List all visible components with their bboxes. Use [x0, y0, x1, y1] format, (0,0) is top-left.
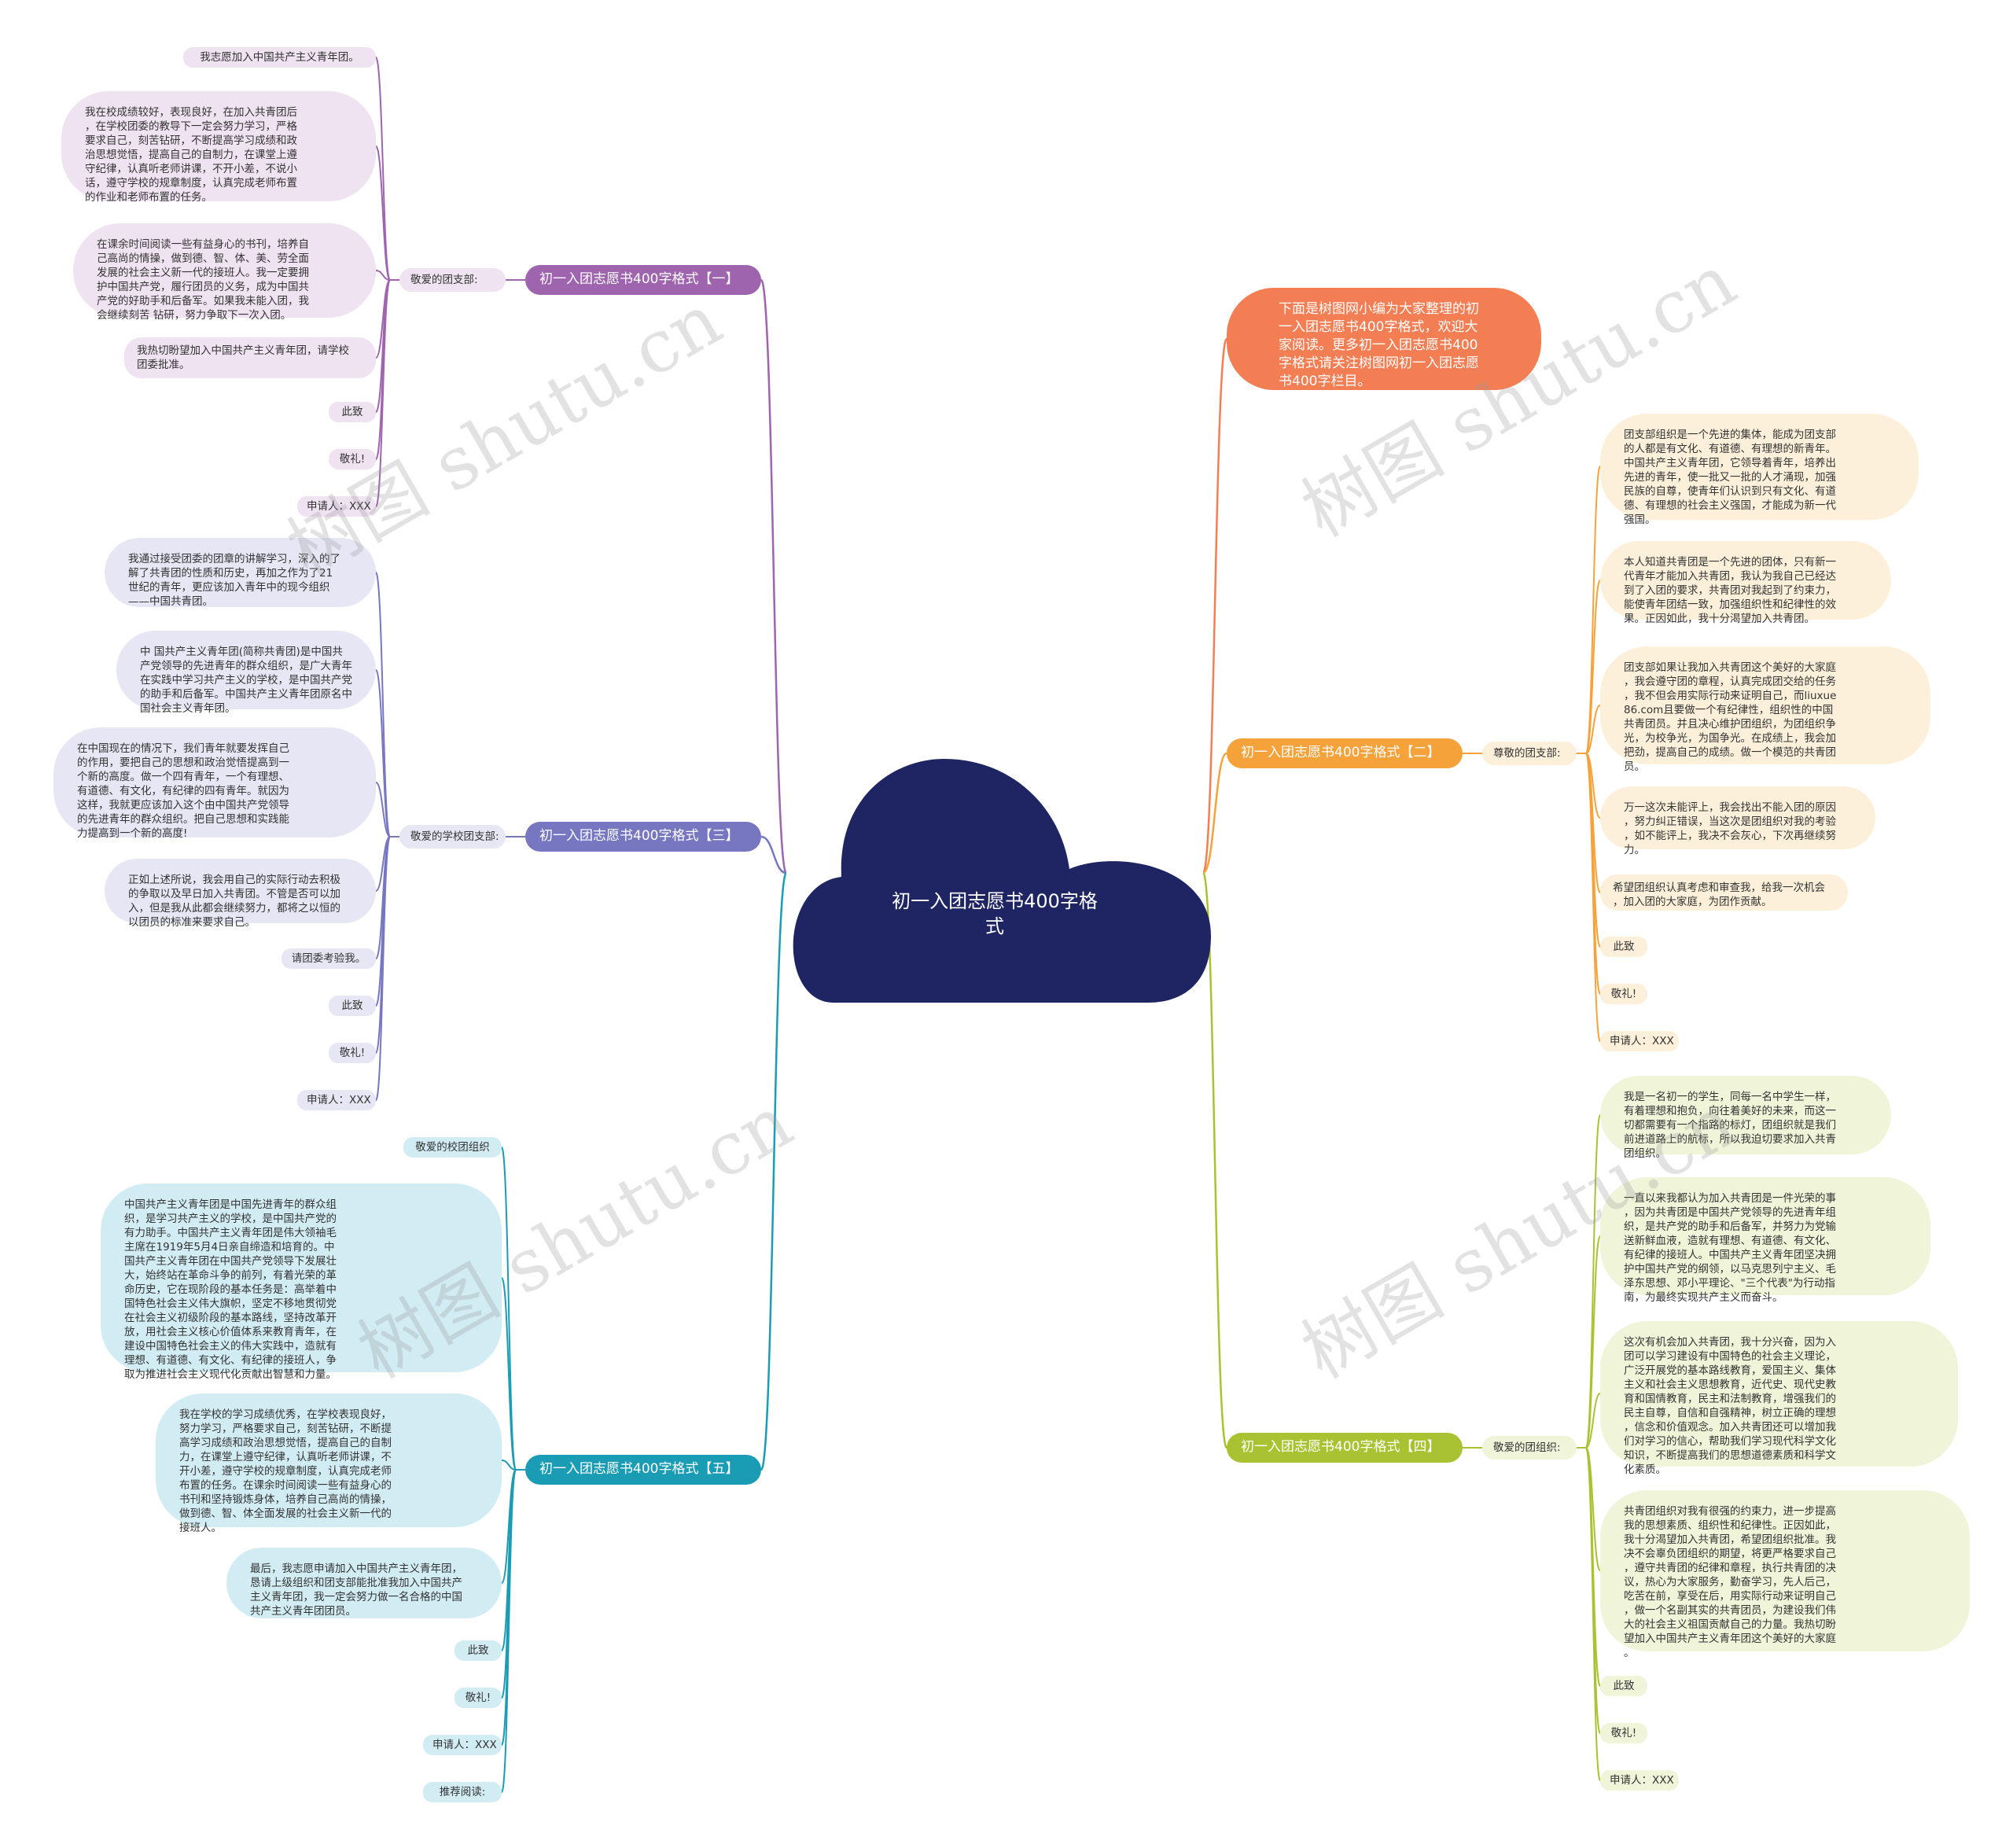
intro-bubble[interactable]: 下面是树图网小编为大家整理的初 一入团志愿书400字格式，欢迎大 家阅读。更多初… [1227, 288, 1541, 390]
central-topic: 初一入团志愿书400字格 式 [892, 890, 1098, 937]
b5-leaf-4[interactable]: 此致 [454, 1640, 502, 1661]
b4-leaf-connector [1585, 1447, 1601, 1781]
b4-leaf-6[interactable]: 申请人：XXX [1600, 1770, 1679, 1791]
b2-leaf-connector [1585, 580, 1601, 754]
b1-leaf-0[interactable]: 我志愿加入中国共产主义青年团。 [183, 47, 376, 68]
central-cloud-shape [793, 759, 1211, 1003]
branch-b5[interactable]: 初一入团志愿书400字格式【五】 [525, 1455, 761, 1485]
b4-leaf-connector [1585, 1235, 1601, 1449]
b2-leaf-0[interactable]: 团支部组织是一个先进的集体，能成为团支部 的人都是有文化、有道德、有理想的新青年… [1600, 413, 1919, 526]
b3-leaf-connector [375, 836, 391, 1101]
intro-connector [1202, 337, 1228, 874]
b2-leaf-5[interactable]: 此致 [1600, 937, 1647, 957]
b4-leaf-connector [1585, 1393, 1601, 1449]
b1-leaf-6[interactable]: 申请人：XXX [297, 496, 376, 517]
b3-leaf-2[interactable]: 在中国现在的情况下，我们青年就要发挥自己 的作用，要把自己的思想和政治觉悟提高到… [53, 727, 376, 840]
b1-leaf-2[interactable]: 在课余时间阅读一些有益身心的书刊，培养自 己高尚的情操，做到德、智、体、美、劳全… [73, 223, 376, 322]
b5-leaf-1[interactable]: 中国共产主义青年团是中国先进青年的群众组 织，是学习共产主义的学校，是中国共产党… [101, 1184, 502, 1381]
branch-connector [760, 278, 788, 874]
b5-leaf-0[interactable]: 敬爱的校团组织 [403, 1137, 502, 1158]
branch-connector [1202, 871, 1228, 1449]
b2-leaf-2[interactable]: 团支部如果让我加入共青团这个美好的大家庭 ，我会遵守团的章程，认真完成团交给的任… [1600, 646, 1930, 773]
b1-leaf-connector [375, 145, 391, 281]
b5-leaf-connector [501, 1277, 517, 1471]
salutation-b1[interactable]: 敬爱的团支部: [399, 268, 506, 292]
b1-leaf-1[interactable]: 我在校成绩较好，表现良好，在加入共青团后 ，在学校团委的教导下一定会努力学习，严… [61, 91, 376, 204]
b2-leaf-connector [1585, 753, 1601, 1042]
b2-leaf-1[interactable]: 本人知道共青团是一个先进的团体，只有新一 代青年才能加入共青团，我认为我自己已经… [1600, 541, 1891, 625]
b3-leaf-connector [375, 669, 391, 837]
b4-leaf-2[interactable]: 这次有机会加入共青团，我十分兴奋，因为入 团可以学习建设有中国特色的社会主义理论… [1600, 1320, 1958, 1476]
branch-connector [760, 835, 787, 874]
b3-leaf-4[interactable]: 请团委考验我。 [282, 948, 376, 969]
branch-b2[interactable]: 初一入团志愿书400字格式【二】 [1227, 738, 1463, 768]
branch-b3[interactable]: 初一入团志愿书400字格式【三】 [525, 822, 761, 852]
b2-leaf-7[interactable]: 申请人：XXX [1600, 1031, 1679, 1051]
b5-leaf-6[interactable]: 申请人：XXX [423, 1735, 502, 1755]
b1-leaf-connector [375, 279, 391, 507]
b4-leaf-0[interactable]: 我是一名初一的学生，同每一名中学生一样， 有着理想和抱负，向往着美好的未来，而这… [1600, 1076, 1891, 1160]
b3-leaf-5[interactable]: 此致 [329, 996, 376, 1016]
branch-b1[interactable]: 初一入团志愿书400字格式【一】 [525, 265, 761, 295]
b1-leaf-4[interactable]: 此致 [329, 402, 376, 422]
b3-leaf-1[interactable]: 中 国共产主义青年团(简称共青团)是中国共 产党领导的先进青年的群众组织，是广大… [116, 631, 376, 715]
b2-leaf-6[interactable]: 敬礼! [1600, 984, 1647, 1004]
b3-leaf-connector [375, 782, 391, 837]
b3-leaf-6[interactable]: 敬礼! [329, 1043, 376, 1063]
b2-leaf-connector [1585, 705, 1601, 754]
b1-leaf-3[interactable]: 我热切盼望加入中国共产主义青年团，请学校 团委批准。 [124, 337, 376, 378]
b5-leaf-connector [501, 1460, 517, 1471]
b2-leaf-4[interactable]: 希望团组织认真考虑和审查我，给我一次机会 ，加入团的大家庭，为团作贡献。 [1600, 874, 1848, 911]
salutation-b3[interactable]: 敬爱的学校团支部: [399, 825, 506, 849]
b1-leaf-connector [375, 270, 391, 281]
b4-leaf-4[interactable]: 此致 [1600, 1676, 1647, 1696]
b2-leaf-3[interactable]: 万一这次未能评上，我会找出不能入团的原因 ，努力纠正错误，当这次是团组织对我的考… [1600, 786, 1875, 856]
b5-leaf-3[interactable]: 最后，我志愿申请加入中国共产主义青年团， 恳请上级组织和团支部能批准我加入中国共… [226, 1548, 502, 1618]
b3-leaf-0[interactable]: 我通过接受团委的团章的讲解学习，深入的了 解了共青团的性质和历史，再加之作为了2… [105, 538, 376, 608]
b3-leaf-3[interactable]: 正如上述所说，我会用自己的实际行动去积极 的争取以及早日加入共青团。不管是否可以… [105, 859, 376, 929]
salutation-b2[interactable]: 尊敬的团支部: [1482, 742, 1577, 765]
b1-leaf-5[interactable]: 敬礼! [329, 449, 376, 469]
b4-leaf-1[interactable]: 一直以来我都认为加入共青团是一件光荣的事 ，因为共青团是中国共产党领导的先进青年… [1600, 1177, 1930, 1304]
b5-leaf-7[interactable]: 推荐阅读: [423, 1782, 502, 1802]
b5-leaf-connector [501, 1469, 517, 1793]
salutation-b4[interactable]: 敬爱的团组织: [1482, 1436, 1577, 1460]
branch-connector [1202, 752, 1227, 874]
b4-leaf-3[interactable]: 共青团组织对我有很强的约束力，进一步提高 我的思想素质、组织性和纪律性。正因如此… [1600, 1489, 1970, 1659]
branch-b4[interactable]: 初一入团志愿书400字格式【四】 [1227, 1433, 1463, 1463]
b4-leaf-5[interactable]: 敬礼! [1600, 1723, 1647, 1743]
b5-leaf-2[interactable]: 我在学校的学习成绩优秀，在学校表现良好， 努力学习，严格要求自己，刻苦钻研，不断… [156, 1393, 502, 1534]
b5-leaf-5[interactable]: 敬礼! [454, 1688, 502, 1708]
b3-leaf-7[interactable]: 申请人：XXX [297, 1090, 376, 1110]
branch-connector [760, 871, 788, 1471]
